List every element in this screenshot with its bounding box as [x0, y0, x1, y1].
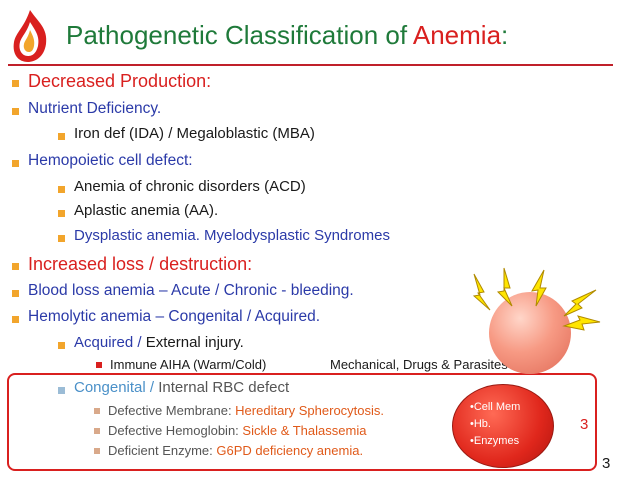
bullet-icon	[58, 210, 65, 217]
bullet-icon	[96, 362, 102, 368]
item-hemolytic-anemia: Hemolytic anemia – Congenital / Acquired…	[28, 308, 321, 325]
cell-sphere-icon	[489, 292, 571, 374]
item-hemopoietic-defect: Hemopoietic cell defect:	[28, 152, 193, 169]
box-number: 3	[580, 416, 589, 433]
bullet-icon	[12, 290, 19, 297]
bullet-icon	[94, 428, 100, 434]
item-nutrient-deficiency: Nutrient Deficiency.	[28, 100, 162, 117]
hemoglobin-label: Defective Hemoglobin:	[108, 423, 243, 438]
bullet-icon	[58, 235, 65, 242]
g6pd-label: G6PD deficiency anemia.	[216, 443, 364, 458]
bullet-icon	[94, 408, 100, 414]
flame-logo-icon	[13, 10, 47, 62]
title-colon: :	[501, 20, 509, 50]
item-immune-aiha: Immune AIHA (Warm/Cold)	[110, 357, 267, 372]
bullet-icon	[12, 263, 19, 270]
slide-title: Pathogenetic Classification of Anemia:	[66, 20, 508, 51]
bullet-icon	[58, 387, 65, 394]
external-injury-label: External injury.	[145, 334, 244, 351]
lightning-bolts-icon	[472, 267, 601, 331]
acquired-label: Acquired /	[74, 334, 146, 351]
item-acquired: Acquired / External injury.	[74, 334, 244, 351]
bullet-icon	[12, 316, 19, 323]
sickle-label: Sickle & Thalassemia	[242, 423, 367, 438]
congenital-label: Congenital /	[74, 379, 159, 396]
item-mechanical: Mechanical, Drugs & Parasites	[330, 357, 508, 372]
cell-label-membrane: •Cell Mem	[470, 401, 521, 413]
item-deficient-enzyme: Deficient Enzyme: G6PD deficiency anemia…	[108, 443, 363, 458]
heading-decreased-production: Decreased Production:	[28, 71, 212, 91]
bullet-icon	[12, 108, 19, 115]
internal-defect-label: Internal RBC defect	[158, 379, 290, 396]
spherocytosis-label: Hereditary Spherocytosis.	[235, 403, 385, 418]
item-aplastic-anemia: Aplastic anemia (AA).	[74, 202, 219, 219]
cell-label-enzymes: •Enzymes	[470, 435, 520, 447]
item-congenital: Congenital / Internal RBC defect	[74, 379, 289, 396]
cell-label-hb: •Hb.	[470, 418, 491, 430]
item-blood-loss-anemia: Blood loss anemia – Acute / Chronic - bl…	[28, 282, 354, 299]
congenital-highlight-box	[7, 373, 597, 471]
bullet-icon	[12, 80, 19, 87]
heading-increased-loss: Increased loss / destruction:	[28, 254, 253, 274]
red-cell-icon	[452, 384, 554, 468]
bullet-icon	[12, 160, 19, 167]
bullet-icon	[58, 342, 65, 349]
bullet-icon	[94, 448, 100, 454]
bullet-icon	[58, 133, 65, 140]
membrane-label: Defective Membrane:	[108, 403, 236, 418]
bullet-icon	[58, 186, 65, 193]
item-defective-hemoglobin: Defective Hemoglobin: Sickle & Thalassem…	[108, 423, 366, 438]
slide-number: 3	[602, 455, 611, 472]
item-dysplastic-anemia: Dysplastic anemia. Myelodysplastic Syndr…	[74, 227, 390, 244]
title-accent-text: Anemia	[412, 20, 502, 50]
item-acd: Anemia of chronic disorders (ACD)	[74, 178, 306, 195]
enzyme-label: Deficient Enzyme:	[108, 443, 217, 458]
title-text: Pathogenetic Classification of	[66, 20, 413, 50]
item-iron-deficiency: Iron def (IDA) / Megaloblastic (MBA)	[74, 125, 315, 142]
item-defective-membrane: Defective Membrane: Hereditary Spherocyt…	[108, 403, 384, 418]
title-divider	[8, 64, 613, 66]
